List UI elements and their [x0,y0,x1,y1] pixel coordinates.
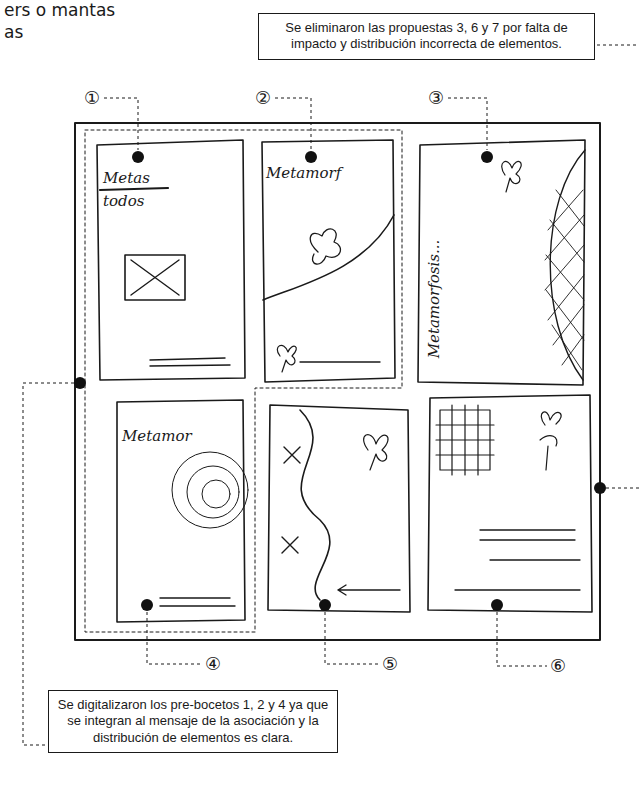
sketch-stroke [125,255,185,300]
sketch-lettering: Metamor [122,428,192,444]
callout-number: ⑥ [550,656,566,676]
sketch-stroke [338,585,400,595]
page-fragment-text: ers o mantas [4,0,115,20]
sketch-stroke [131,260,179,295]
sketch-stroke [262,140,395,382]
sketch-stroke [202,480,230,508]
sketch-stroke [325,612,379,664]
sketch-stroke [100,188,168,190]
sketch-stroke [436,405,494,475]
sketch-stroke [160,598,235,606]
callout-number: ③ [428,88,444,108]
note-text: Se digitalizaron los pre-bocetos 1, 2 y … [57,697,329,746]
sketch-stroke [364,435,388,470]
sketch-stroke [132,151,144,163]
sketch-stroke [428,395,592,612]
sketch-stroke [300,361,380,362]
sketch-stroke [187,466,239,518]
sketch-stroke [319,599,331,611]
note-text: Se eliminaron las propuestas 3, 6 y 7 po… [267,20,586,53]
sketch-stroke [147,612,202,664]
sketch-stroke [172,452,248,528]
sketch-stroke [75,123,600,640]
sketch-stroke [418,140,585,385]
callout-number: ④ [205,654,221,674]
callout-number: ① [84,88,100,108]
sketch-lettering: todos [103,193,144,209]
sketch-stroke [74,377,86,389]
sketch-lettering: Metamorf [266,165,341,181]
sketch-stroke [275,98,311,150]
callout-number: ⑤ [382,654,398,674]
note-box: Se digitalizaron los pre-bocetos 1, 2 y … [48,690,338,753]
sketch-stroke [502,161,521,192]
sketch-lettering: Metamorfosis... [426,219,444,379]
sketch-stroke [597,45,639,46]
sketch-stroke [491,599,503,611]
sketch-stroke [97,140,245,380]
sketch-stroke [104,98,138,150]
sketch-stroke [545,190,584,370]
leader-dots [74,151,606,611]
page-fragment-text: as [4,22,23,42]
sketch-stroke [117,400,245,622]
sketch-stroke [550,150,585,380]
sketch-stroke [540,412,561,470]
sketch-stroke [497,612,547,666]
sketch-stroke [305,151,317,163]
sketch-stroke [277,345,296,372]
sketch-lettering: Metas [103,170,150,186]
sketch-stroke [268,405,410,612]
sketch-stroke [455,530,580,590]
sketch-stroke [141,599,153,611]
callout-number: ② [255,88,271,108]
sketch-stroke [150,358,230,366]
sketch-stroke [594,482,606,494]
note-box: Se eliminaron las propuestas 3, 6 y 7 po… [258,13,595,60]
sketches [75,123,600,640]
sketch-stroke [481,151,493,163]
sketch-stroke [85,130,402,632]
sketch-stroke [282,447,300,553]
sketch-stroke [300,410,330,600]
sketch-stroke [448,98,487,150]
sketch-stroke [606,488,639,489]
sketch-stroke [263,215,394,300]
sketch-stroke [310,229,340,264]
leader-lines [23,45,639,745]
